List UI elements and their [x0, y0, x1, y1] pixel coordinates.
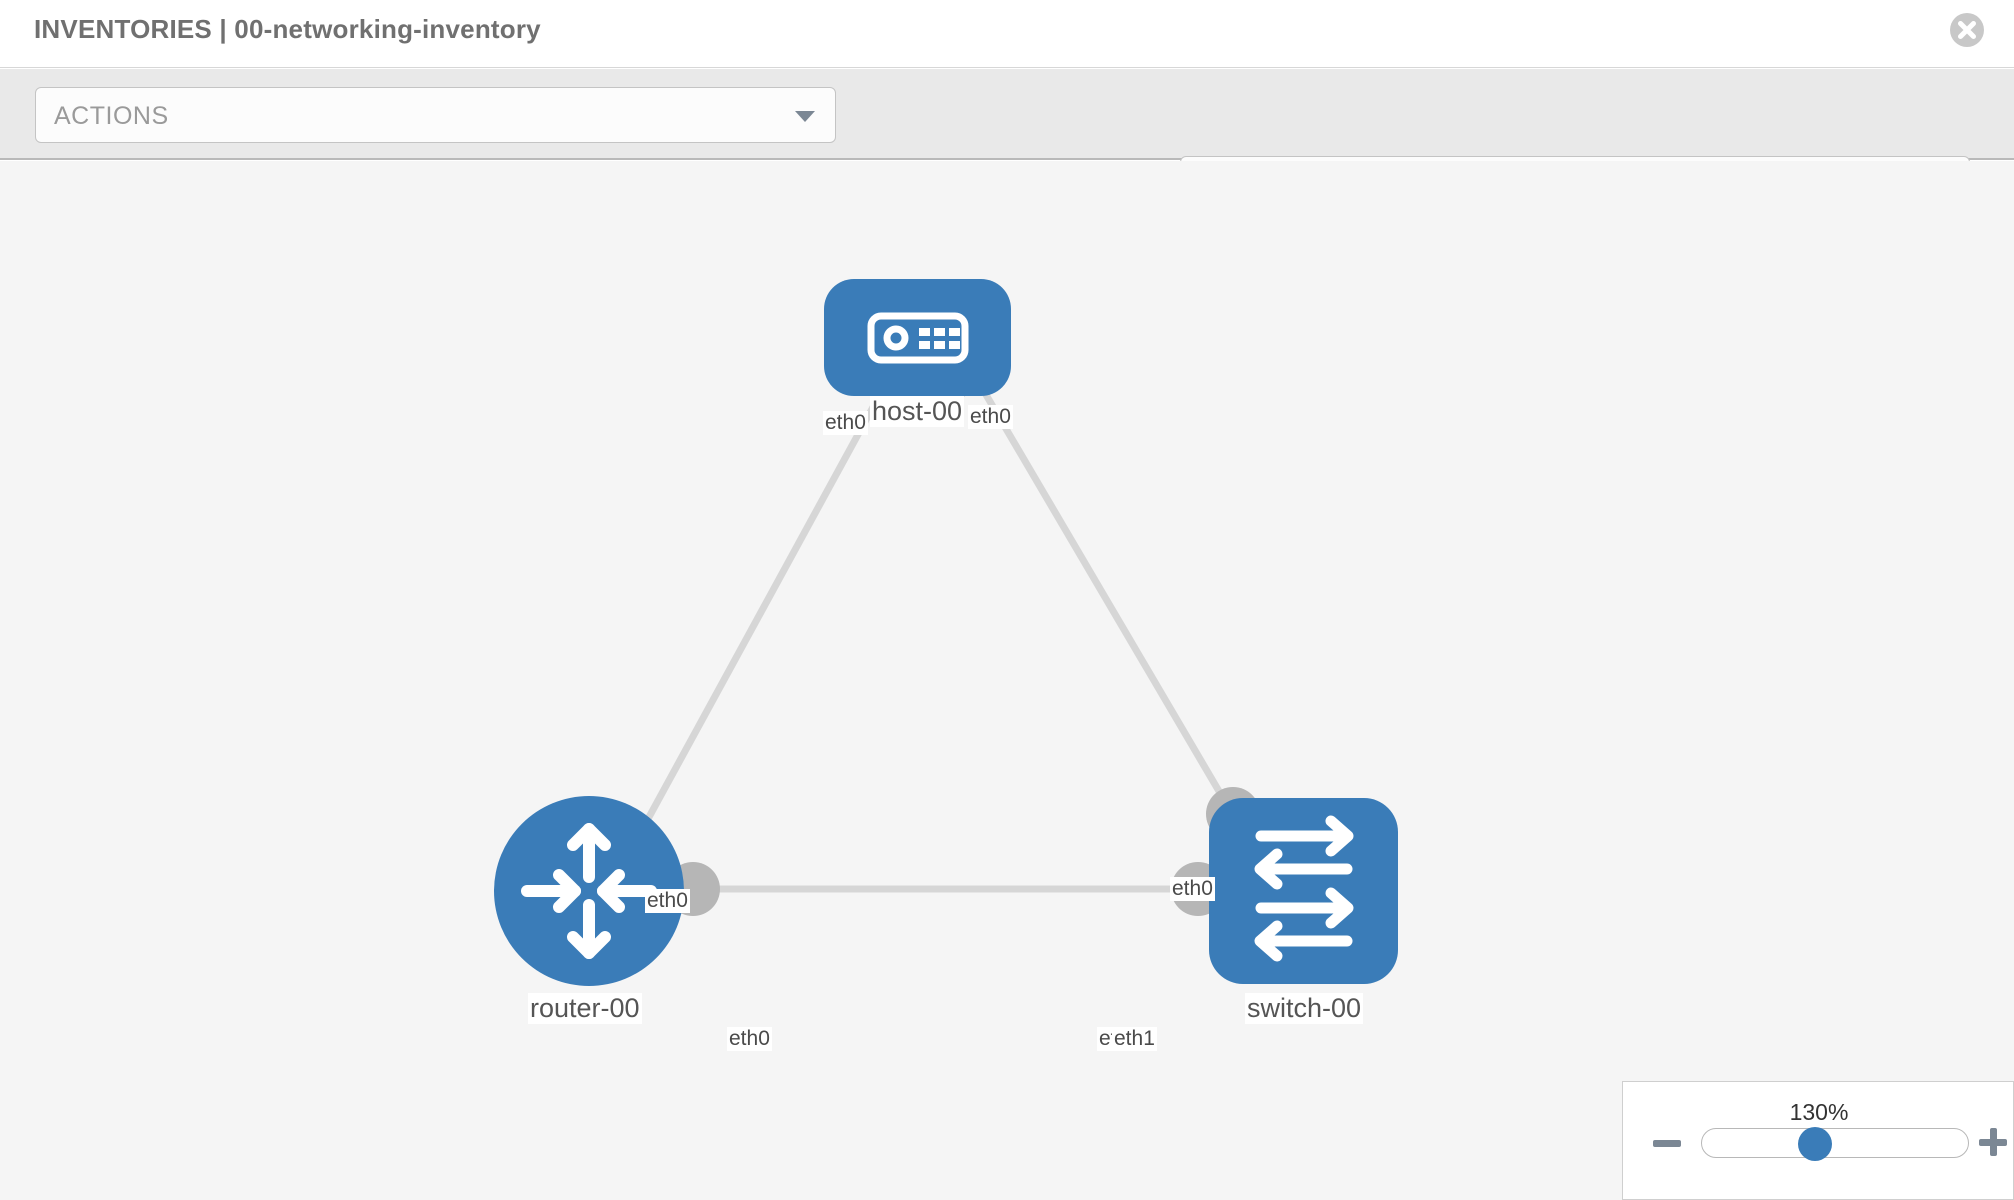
iface-label-host-right: eth0	[968, 405, 1013, 429]
router-arrows-icon	[521, 823, 657, 959]
iface-label-switch-up: eth0	[1170, 877, 1215, 901]
chevron-down-icon	[795, 111, 815, 122]
switch-arrows-icon	[1254, 815, 1354, 962]
zoom-controls: 130%	[1622, 1081, 2014, 1200]
topology-graph	[494, 279, 1398, 986]
zoom-slider-track[interactable]	[1701, 1128, 1969, 1158]
iface-label-router-right: eth0	[727, 1027, 772, 1051]
node-host-00[interactable]	[824, 279, 1011, 396]
node-label-router-00: router-00	[528, 993, 642, 1024]
zoom-slider-thumb[interactable]	[1798, 1127, 1832, 1161]
page-title: INVENTORIES | 00-networking-inventory	[34, 14, 541, 44]
iface-label-host-left: eth0	[823, 411, 868, 435]
server-icon	[867, 312, 969, 364]
actions-dropdown[interactable]: ACTIONS	[35, 87, 836, 143]
iface-label-switch-left-front: eth1	[1112, 1027, 1157, 1051]
page-header: INVENTORIES | 00-networking-inventory	[0, 0, 2014, 68]
edge-host-router[interactable]	[621, 374, 894, 863]
actions-dropdown-label: ACTIONS	[54, 102, 169, 130]
zoom-out-button[interactable]	[1653, 1140, 1681, 1147]
edge-host-switch[interactable]	[971, 374, 1264, 863]
iface-label-router-up: eth0	[645, 889, 690, 913]
node-label-switch-00: switch-00	[1245, 993, 1364, 1024]
toolbar: ACTIONS SEARCH	[0, 69, 2014, 212]
close-icon[interactable]	[1947, 10, 1987, 50]
zoom-in-button[interactable]	[1979, 1128, 2007, 1156]
topology-edges	[621, 374, 1264, 893]
node-switch-00[interactable]	[1209, 798, 1398, 984]
topology-canvas[interactable]: host-00 router-00 switch-00 eth0 eth0 et…	[0, 161, 2014, 1200]
node-label-host-00: host-00	[870, 396, 965, 427]
zoom-level-label: 130%	[1789, 1099, 1849, 1125]
node-router-00[interactable]	[494, 796, 684, 986]
